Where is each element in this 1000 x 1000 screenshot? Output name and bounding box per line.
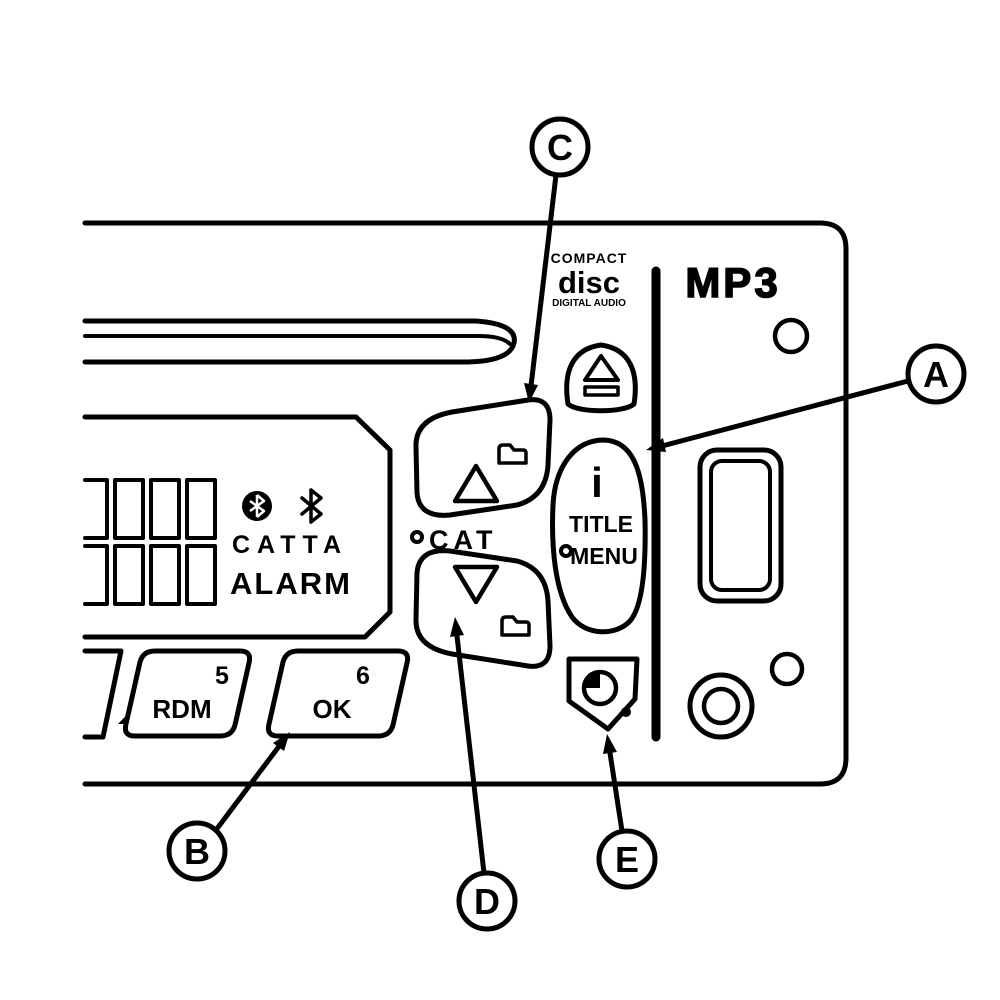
preset-button-6: 6 OK (265, 648, 411, 739)
folder-icon (500, 615, 531, 637)
segment-block (185, 478, 217, 540)
cd-logo-line2: disc (558, 265, 620, 300)
folder-icon (497, 443, 528, 465)
title-menu-button-outline (550, 437, 648, 635)
cd-slot-outline (82, 318, 517, 365)
preset-6-label: OK (313, 694, 352, 724)
preset-6-number: 6 (356, 662, 370, 690)
segment-block (185, 544, 217, 606)
display-station-text: CATTA (232, 531, 348, 559)
callout-b-line (213, 742, 283, 833)
callout-b: B (166, 732, 290, 882)
callout-e-arrowhead (603, 734, 617, 754)
callout-a-arrowhead (646, 438, 666, 452)
eject-icon (583, 354, 620, 397)
callout-a: A (646, 343, 967, 452)
callout-d-arrowhead (450, 617, 464, 637)
cd-logo: COMPACT disc DIGITAL AUDIO (551, 250, 628, 309)
cd-logo-line3: DIGITAL AUDIO (552, 298, 626, 309)
bluetooth-circled-icon (242, 491, 272, 521)
callout-c-circle (529, 116, 591, 178)
callout-c-label: C (547, 127, 573, 168)
callout-d-label: D (474, 881, 500, 922)
callout-d-line (454, 633, 487, 876)
mp3-logo: MP3 (685, 259, 780, 306)
segment-block (113, 544, 145, 606)
cd-slot (82, 318, 517, 365)
callout-d: D (450, 617, 518, 932)
triangle-up-icon (452, 463, 500, 504)
callout-e-circle (596, 828, 658, 890)
preset-button-partial (82, 648, 124, 740)
callout-a-circle (905, 343, 967, 405)
up-button-outline (413, 397, 553, 518)
rotary-knob (687, 672, 755, 740)
indicator-circle-top (772, 317, 810, 355)
callout-b-label: B (184, 831, 210, 872)
info-icon: i (591, 459, 603, 506)
up-button (413, 397, 553, 518)
down-button (413, 548, 553, 669)
preset-button-5: 5 RDM (122, 648, 253, 739)
callout-e: E (596, 734, 658, 890)
eject-button (564, 342, 638, 414)
preset-button-row: 5 RDM 6 OK (82, 648, 411, 740)
display-alarm-text: ALARM (230, 566, 352, 601)
cd-slot-lip (83, 334, 512, 346)
triangle-down-icon (452, 564, 500, 605)
clock-dot (621, 707, 631, 717)
indicator-circle-bottom (769, 651, 805, 687)
callout-c-line (528, 172, 559, 389)
segment-block (83, 478, 109, 540)
title-label: TITLE (569, 511, 633, 537)
title-menu-button: i TITLE MENU (550, 437, 648, 635)
callout-a-label: A (923, 354, 949, 395)
preset-5-number: 5 (215, 662, 229, 690)
segment-block (149, 478, 181, 540)
callout-c-arrowhead (524, 383, 538, 403)
display-segment-blocks (83, 478, 217, 606)
cat-indicator-dot (410, 530, 424, 544)
cd-logo-line1: COMPACT (551, 250, 628, 266)
display-outline (82, 414, 393, 640)
callout-d-circle (456, 870, 518, 932)
segment-block (149, 544, 181, 606)
callout-a-line (659, 378, 911, 449)
callout-b-arrowhead (273, 732, 290, 751)
callout-b-circle (166, 820, 228, 882)
port-cover (697, 447, 784, 604)
clock-button (566, 656, 640, 732)
preset-button-5-outline (122, 648, 253, 739)
preset-5-label: RDM (152, 694, 211, 724)
callout-e-label: E (615, 839, 639, 880)
menu-label: MENU (570, 543, 638, 569)
menu-indicator-dot (559, 544, 573, 558)
down-button-outline (413, 548, 553, 669)
callout-e-line (607, 750, 625, 834)
preset-button-6-outline (265, 648, 411, 739)
callout-c: C (524, 116, 591, 403)
clock-icon (581, 669, 619, 707)
segment-block (83, 544, 109, 606)
bluetooth-icon (300, 488, 323, 524)
segment-block (113, 478, 145, 540)
display-panel: CATTA ALARM (82, 414, 393, 640)
